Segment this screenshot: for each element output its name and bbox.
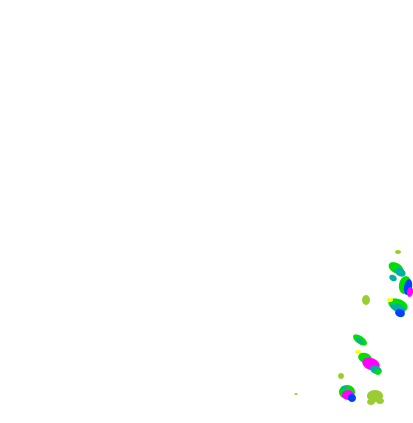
- echo-cell-very-heavy: [406, 287, 413, 297]
- echo-cell-extreme: [355, 350, 361, 354]
- echo-cell-light: [367, 399, 375, 405]
- echo-cell-light: [376, 398, 384, 404]
- echo-cell-moderate: [394, 267, 406, 277]
- echo-cell-heavy: [348, 394, 356, 402]
- echo-cell-moderate: [355, 337, 365, 345]
- echo-cell-light: [362, 295, 370, 305]
- echo-cell-low: [375, 369, 381, 375]
- echo-cell-heavy: [395, 308, 405, 318]
- echo-cell-light: [395, 250, 401, 254]
- echo-cell-extreme: [387, 298, 393, 302]
- precipitation-echo-layer: [294, 250, 413, 405]
- echo-cell-light: [294, 393, 298, 395]
- echo-cell-light: [338, 373, 344, 379]
- echo-cell-moderate: [341, 386, 347, 390]
- echo-cell-moderate: [389, 274, 397, 282]
